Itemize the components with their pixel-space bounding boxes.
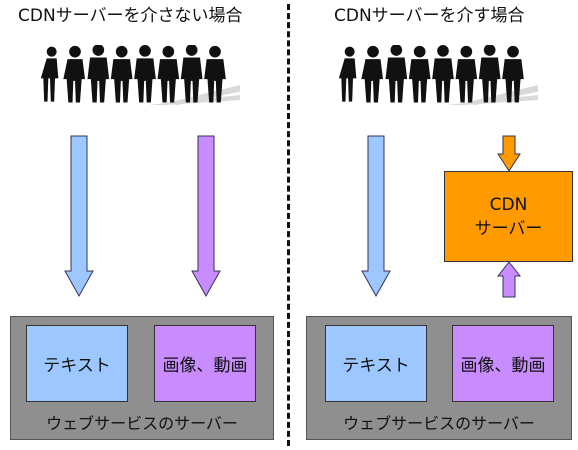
media-content-box: 画像、動画 xyxy=(452,325,554,402)
text-content-box: テキスト xyxy=(325,325,427,402)
server-label: ウェブサービスのサーバー xyxy=(343,414,535,433)
media-flow-arrow-left xyxy=(191,135,221,298)
text-content-box: テキスト xyxy=(26,325,128,402)
right-panel-title: CDNサーバーを介す場合 xyxy=(334,6,525,26)
cdn-to-users-arrow xyxy=(497,135,521,172)
web-server-box-right: テキスト 画像、動画 ウェブサービスのサーバー xyxy=(306,316,572,440)
left-panel-title: CDNサーバーを介さない場合 xyxy=(18,6,243,26)
users-crowd-right-icon xyxy=(338,45,538,105)
web-server-box-left: テキスト 画像、動画 ウェブサービスのサーバー xyxy=(10,316,274,440)
users-crowd-left-icon xyxy=(40,45,240,105)
text-flow-arrow-left xyxy=(64,135,94,298)
cdn-server-box: CDN サーバー xyxy=(444,171,573,262)
text-flow-arrow-right xyxy=(361,135,391,298)
server-label: ウェブサービスのサーバー xyxy=(46,414,238,433)
media-content-box: 画像、動画 xyxy=(154,325,256,402)
cdn-server-label: サーバー xyxy=(474,218,543,239)
media-to-cdn-arrow xyxy=(496,261,522,298)
panel-divider xyxy=(287,4,290,446)
cdn-label: CDN xyxy=(489,194,528,215)
